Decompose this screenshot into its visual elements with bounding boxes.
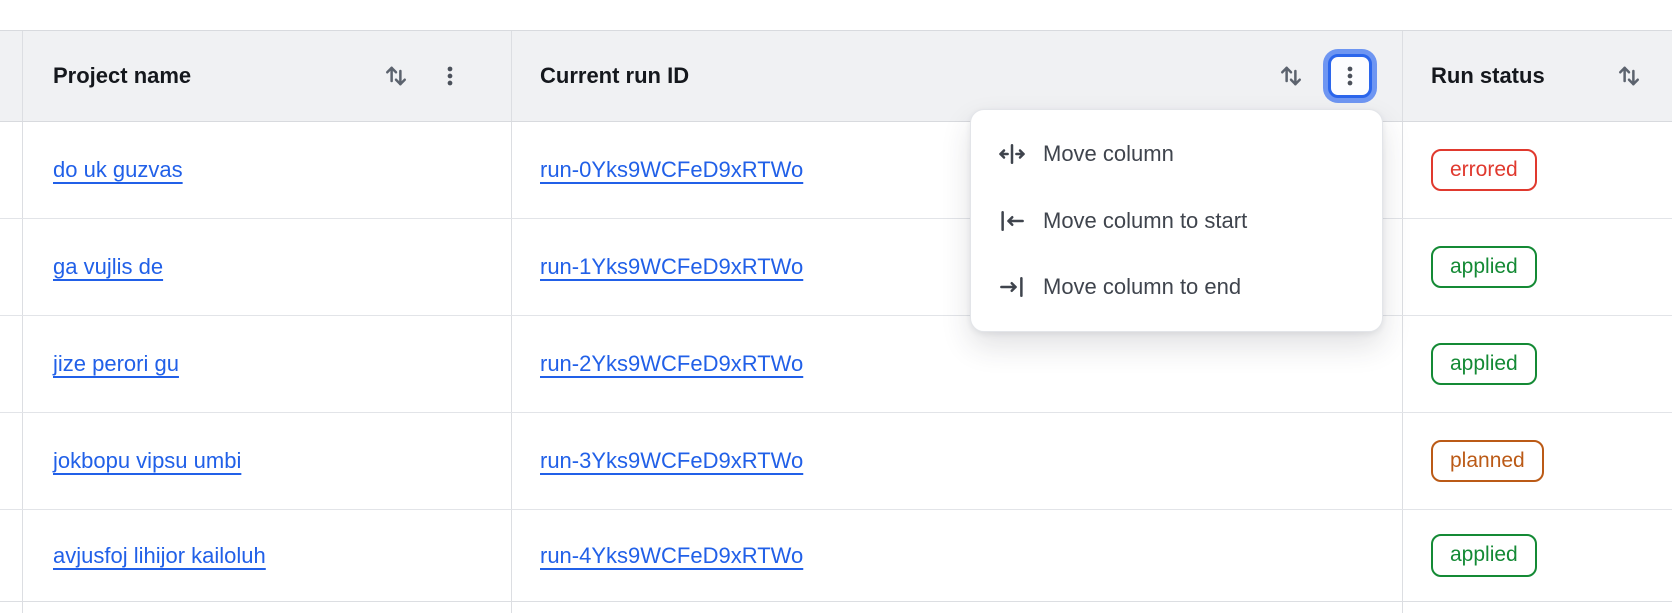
table-row: ga vujlis de run-1Yks9WCFeD9xRTWo applie… [0, 219, 1672, 316]
row-left-gutter [0, 122, 23, 218]
run-id-cell: run-3Yks9WCFeD9xRTWo [512, 413, 1403, 509]
row-left-gutter [0, 413, 23, 509]
sort-button-current-run-id[interactable] [1276, 61, 1306, 91]
column-label-run-status: Run status [1431, 63, 1545, 88]
column-label-current-run-id: Current run ID [540, 63, 690, 88]
sort-arrows-icon [1276, 61, 1306, 91]
run-status-cell: applied [1403, 316, 1672, 412]
menu-item-label: Move column [1043, 141, 1174, 166]
sort-arrows-icon [1614, 61, 1644, 91]
table-header-row: Project name [0, 31, 1672, 122]
table-row: jokbopu vipsu umbi run-3Yks9WCFeD9xRTWo … [0, 413, 1672, 510]
row-left-gutter [0, 510, 23, 601]
column-header-current-run-id: Current run ID [512, 31, 1403, 121]
project-name-cell: jokbopu vipsu umbi [23, 413, 512, 509]
project-name-link[interactable]: jokbopu vipsu umbi [53, 448, 242, 473]
run-id-link[interactable]: run-1Yks9WCFeD9xRTWo [540, 254, 804, 279]
run-id-link[interactable]: run-3Yks9WCFeD9xRTWo [540, 448, 804, 473]
project-name-cell: do uk guzvas [23, 122, 512, 218]
menu-item-label: Move column to start [1043, 207, 1248, 233]
run-status-cell: errored [1403, 122, 1672, 218]
run-id-link[interactable]: run-4Yks9WCFeD9xRTWo [540, 542, 804, 568]
run-status-badge: errored [1431, 148, 1537, 192]
kebab-menu-icon [1337, 63, 1363, 89]
row-left-gutter [0, 219, 23, 315]
run-id-cell: run-0Yks9WCFeD9xRTWo [512, 122, 1403, 218]
column-label-project-name: Project name [53, 63, 192, 88]
table-row: jize perori gu run-2Yks9WCFeD9xRTWo appl… [0, 316, 1672, 413]
project-name-cell: avjusfoj lihijor kailoluh [23, 510, 512, 601]
project-name-link[interactable]: do uk guzvas [53, 157, 183, 182]
run-id-link[interactable]: run-2Yks9WCFeD9xRTWo [540, 351, 804, 376]
run-status-badge: planned [1431, 439, 1544, 483]
kebab-menu-icon [437, 63, 463, 89]
column-menu-button-current-run-id-focused[interactable] [1328, 54, 1372, 98]
move-column-icon [997, 139, 1027, 169]
table-body: do uk guzvas run-0Yks9WCFeD9xRTWo errore… [0, 122, 1672, 613]
sort-arrows-icon [381, 61, 411, 91]
move-column-to-end-icon [997, 272, 1027, 302]
run-id-cell: run-2Yks9WCFeD9xRTWo [512, 316, 1403, 412]
project-name-cell: ga vujlis de [23, 219, 512, 315]
menu-item-move-column-to-start[interactable]: Move column to start [971, 193, 1382, 249]
run-status-cell [1403, 602, 1672, 613]
sort-button-run-status[interactable] [1614, 61, 1644, 91]
column-menu-button-project-name[interactable] [437, 63, 463, 89]
menu-item-move-column-to-end[interactable]: Move column to end [971, 259, 1382, 315]
row-left-gutter [0, 602, 23, 613]
table-row [0, 602, 1672, 613]
run-id-cell [512, 602, 1403, 613]
move-column-to-start-icon [997, 206, 1027, 236]
run-status-cell: planned [1403, 413, 1672, 509]
run-id-cell: run-4Yks9WCFeD9xRTWo [512, 510, 1403, 601]
run-status-badge: applied [1431, 534, 1537, 577]
run-status-cell: applied [1403, 510, 1672, 601]
column-header-run-status: Run status [1403, 31, 1672, 121]
project-name-link[interactable]: ga vujlis de [53, 254, 164, 279]
run-status-badge: applied [1431, 342, 1537, 386]
project-name-cell: jize perori gu [23, 316, 512, 412]
run-id-cell: run-1Yks9WCFeD9xRTWo [512, 219, 1403, 315]
menu-item-label: Move column to end [1043, 274, 1242, 299]
menu-item-move-column[interactable]: Move column [971, 126, 1382, 182]
column-context-menu: Move column Move column to start Move co… [970, 109, 1383, 332]
project-name-link[interactable]: avjusfoj lihijor kailoluh [53, 542, 266, 568]
column-header-project-name: Project name [23, 31, 512, 121]
projects-table: Project name [0, 30, 1672, 613]
row-left-gutter [0, 316, 23, 412]
run-status-cell: applied [1403, 219, 1672, 315]
run-status-badge: applied [1431, 245, 1537, 289]
table-row: do uk guzvas run-0Yks9WCFeD9xRTWo errore… [0, 122, 1672, 219]
table-row: avjusfoj lihijor kailoluh run-4Yks9WCFeD… [0, 510, 1672, 602]
project-name-link[interactable]: jize perori gu [53, 351, 179, 376]
header-left-gutter [0, 31, 23, 121]
project-name-cell [23, 602, 512, 613]
sort-button-project-name[interactable] [381, 61, 411, 91]
run-id-link[interactable]: run-0Yks9WCFeD9xRTWo [540, 157, 804, 182]
